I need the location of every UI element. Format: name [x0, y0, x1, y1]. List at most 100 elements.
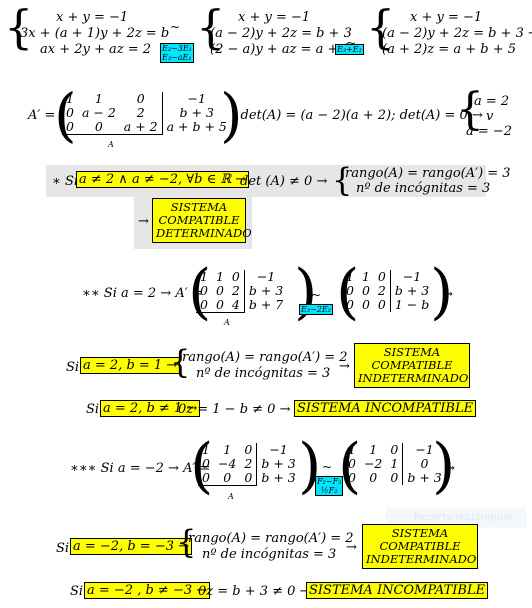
result-line: COMPATIBLE: [379, 539, 461, 553]
matrix-cell: 1: [94, 91, 103, 106]
sys2-row2: (a − 2)y + 2z = b + 3: [210, 26, 352, 41]
matrix-cell: 1: [66, 91, 74, 106]
case3-prefix: ∗∗∗ Si a = −2 → A′ =: [70, 461, 211, 476]
matrix-row: 0 0 a + 2 a + b + 5: [62, 120, 231, 135]
case3b-condition: a = −2 , b ≠ −3 →: [84, 582, 211, 599]
left-brace: {: [170, 343, 191, 381]
matrix-cell: −1: [389, 270, 434, 284]
matrix-cell: −4: [217, 456, 237, 471]
case2a-condition: a = 2, b = 1 →: [80, 357, 181, 374]
matrix-cell: 0: [196, 298, 212, 313]
matrix-cell: 2: [244, 456, 253, 471]
matrix-cell: 0: [215, 283, 224, 298]
matrix-cell: b + 3: [256, 471, 300, 486]
case3a-si: Si: [56, 541, 70, 556]
matrix-cell: 2: [377, 283, 386, 298]
left-brace: {: [196, 0, 226, 54]
case2b-text: 0z = 1 − b ≠ 0 →: [178, 402, 291, 417]
matrix-cell: 0: [240, 471, 257, 486]
matrix-cell: 0: [390, 470, 399, 485]
submatrix-label: A: [224, 318, 230, 327]
submatrix-label: A: [108, 140, 114, 149]
matrix-cell: b + 3: [161, 106, 231, 120]
case3b-result: SISTEMA INCOMPATIBLE: [306, 582, 489, 599]
matrix-cell: 1: [215, 269, 224, 284]
result-line: COMPATIBLE: [371, 358, 453, 372]
sys3-row3: (a + 2)z = a + b + 5: [382, 42, 516, 57]
matrix-cell: 0: [244, 442, 253, 457]
case1-condition: a ≠ 2 ∧ a ≠ −2, ∀b ∈ ℝ →: [76, 171, 250, 188]
left-paren: (: [338, 431, 362, 501]
matrix-cell: a + 2: [119, 120, 163, 135]
case2-prefix: ∗∗ Si a = 2 → A′ =: [82, 286, 203, 301]
row-op-1a: E₂−3E₁: [162, 44, 192, 53]
case3a-result: SISTEMA COMPATIBLE INDETERMINADO: [362, 524, 478, 569]
sys2-row3: (2 − a)y + az = a + 2: [210, 42, 351, 57]
result-line: INDETERMINADO: [358, 371, 469, 385]
det-solution-or: v: [486, 109, 494, 124]
result-line: COMPATIBLE: [158, 213, 240, 227]
watermark-bg: [386, 508, 526, 528]
left-paren: (: [336, 257, 360, 327]
case3b-text: 0z = b + 3 ≠ 0 →: [198, 584, 311, 599]
case3a-condition: a = −2, b = −3 →: [70, 538, 193, 555]
matrix-label: A′ =: [28, 108, 56, 123]
row-op-case3b: ½F₂: [320, 486, 338, 495]
matrix-cell: 2: [136, 105, 145, 120]
case2a-result: SISTEMA COMPATIBLE INDETERMINADO: [354, 343, 470, 388]
matrix-cell: 1: [223, 442, 232, 457]
case2a-si: Si: [66, 360, 80, 375]
matrix-cell: 0: [361, 297, 370, 312]
case3a-arrow: →: [346, 540, 357, 555]
matrix-cell: 0: [66, 105, 74, 120]
matrix-cell: a + b + 5: [161, 120, 231, 135]
matrix-cell: 0: [346, 297, 354, 312]
sys1-row2: 3x + (a + 1)y + 2z = b: [20, 26, 170, 41]
case3a-rank: rango(A) = rango(A′) = 2: [188, 531, 354, 546]
matrix-cell: 1: [369, 442, 378, 457]
sys2-row1: x + y = −1: [238, 10, 311, 25]
submatrix-label: A: [228, 492, 234, 501]
left-brace: {: [4, 0, 34, 54]
matrix-cell: 1: [200, 269, 208, 284]
matrix-a-prime: 1 1 0 −1 0 a − 2 2 b + 3 0 0 a + 2 a + b…: [62, 92, 231, 135]
case2-arrow: →: [442, 287, 453, 302]
matrix-cell: 1: [202, 442, 210, 457]
matrix-cell: 1: [361, 269, 370, 284]
matrix-cell: a − 2: [81, 105, 116, 120]
case3b-si: Si: [70, 584, 84, 599]
matrix-cell: b + 3: [389, 284, 434, 298]
matrix-cell: −1: [256, 443, 300, 457]
equivalence-sign: ~: [170, 20, 181, 34]
equivalence-sign: ~: [311, 288, 322, 302]
case3a-unknowns: nº de incógnitas = 3: [202, 547, 337, 562]
matrix-cell: 0: [200, 283, 208, 298]
sys1-row3: ax + 2y + az = 2: [40, 42, 152, 57]
matrix-cell: 0: [231, 269, 240, 284]
matrix-cell: 1: [348, 442, 356, 457]
matrix-cell: 0: [369, 470, 378, 485]
right-paren: ): [432, 431, 456, 501]
case1-unknowns: nº de incógnitas = 3: [356, 181, 491, 196]
row-op-case2: E₃−2E₂: [299, 304, 333, 315]
matrix-cell: b + 7: [243, 298, 288, 313]
matrix-cell: 0: [361, 283, 370, 298]
matrix-cell: 4: [227, 298, 245, 313]
sys3-row1: x + y = −1: [410, 10, 483, 25]
watermark-text: Recorte rectangular: [414, 512, 514, 523]
matrix-cell: 2: [231, 283, 240, 298]
right-paren: ): [430, 257, 454, 327]
result-line: SISTEMA: [383, 345, 441, 359]
matrix-cell: −1: [161, 92, 231, 106]
det-solution-1: a = 2: [474, 94, 510, 109]
matrix-cell: 0: [77, 120, 120, 135]
